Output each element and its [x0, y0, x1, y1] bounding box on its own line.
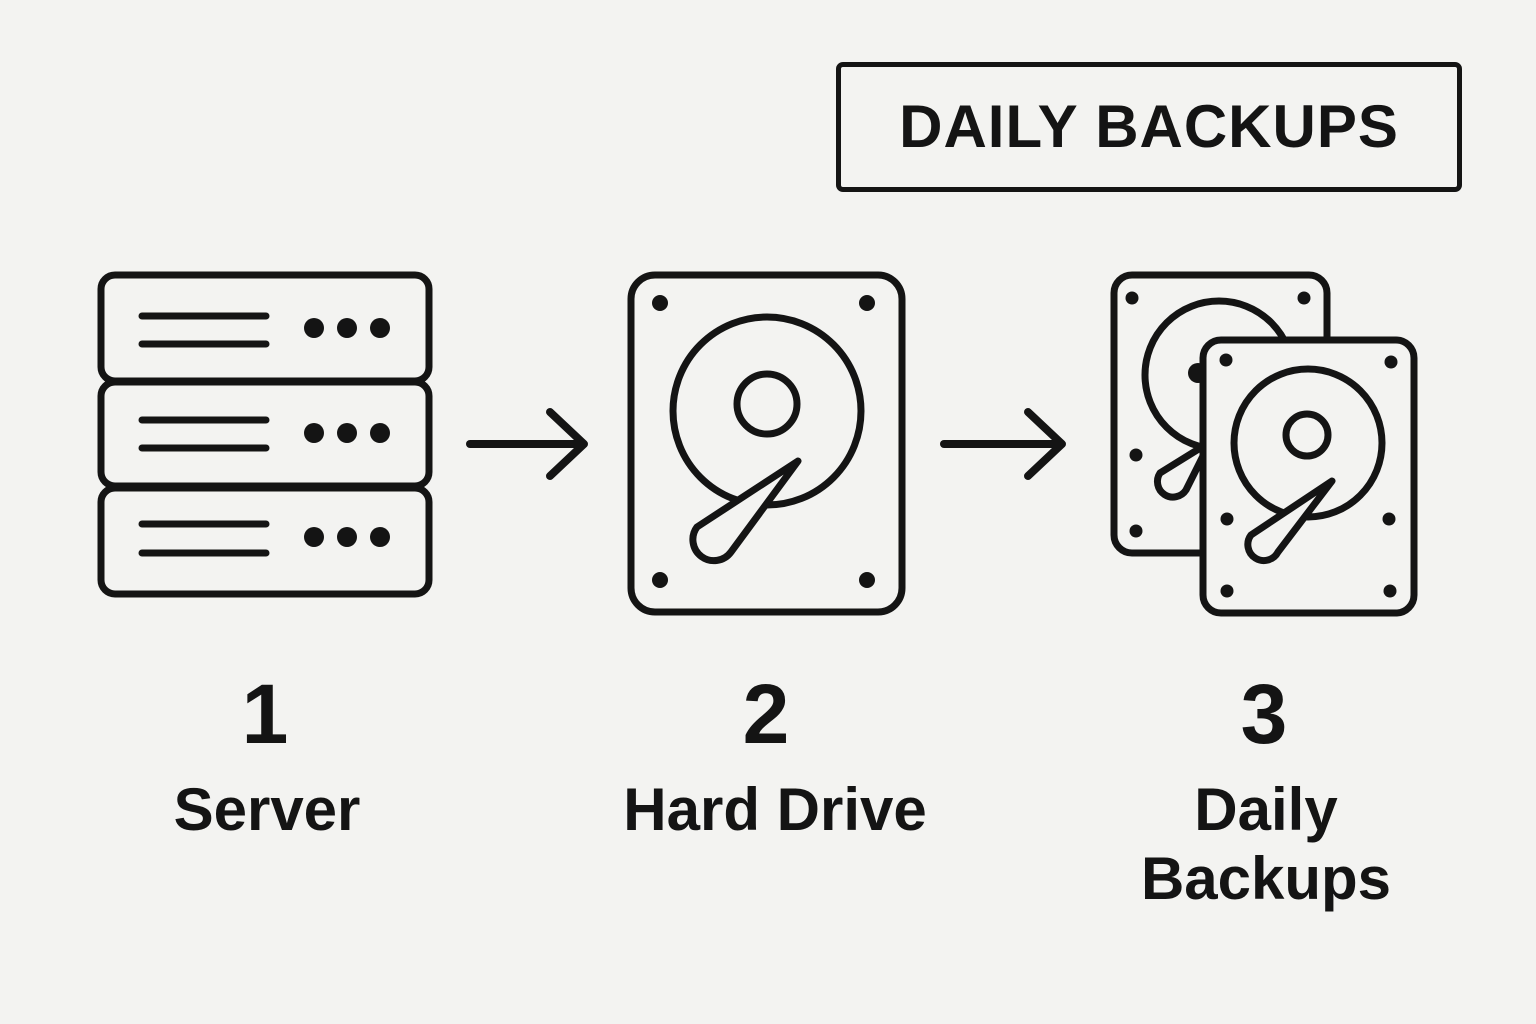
- step-1-label: Server: [173, 776, 361, 843]
- arrow-right-icon: [466, 408, 588, 480]
- hard-drive-icon: [627, 271, 906, 616]
- step-3-number: 3: [1240, 667, 1288, 761]
- arrow-right-icon: [940, 408, 1066, 480]
- step-2-label: Hard Drive: [623, 776, 927, 843]
- step-1-number: 1: [241, 667, 289, 761]
- diagram-title: DAILY BACKUPS: [899, 93, 1399, 160]
- server-rack-unit: [97, 484, 433, 598]
- stacked-hard-drives-icon: [1110, 271, 1418, 617]
- front-hard-drive: [1199, 336, 1418, 617]
- step-2-number: 2: [742, 667, 790, 761]
- server-icon: [97, 271, 433, 598]
- step-3-label-line-2: Backups: [1140, 845, 1392, 912]
- server-indicator-lights: [304, 318, 390, 547]
- title-box: DAILY BACKUPS: [836, 62, 1462, 192]
- step-3-label-line-1: Daily: [1194, 776, 1338, 843]
